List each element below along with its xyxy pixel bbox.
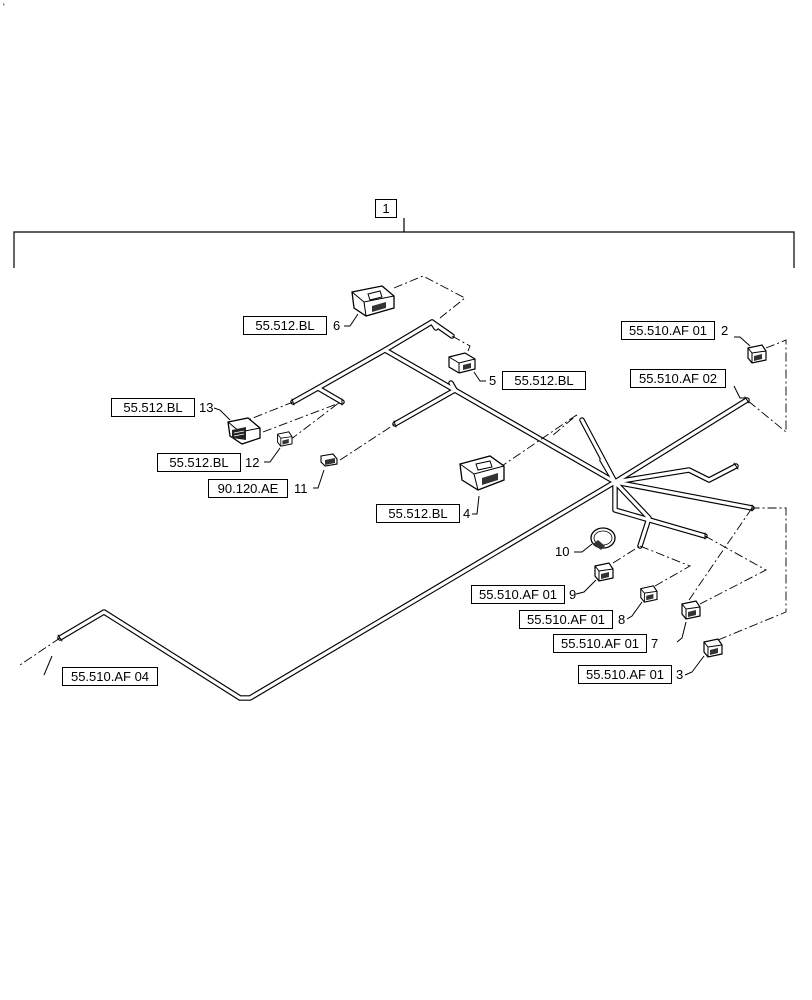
ref-box-5[interactable]: 55.512.BL (502, 371, 586, 390)
item-number-2: 2 (721, 323, 729, 338)
connector-9 (594, 562, 614, 582)
connector-12 (277, 431, 293, 447)
ref-box-af02[interactable]: 55.510.AF 02 (630, 369, 726, 388)
ref-box-13[interactable]: 55.512.BL (111, 398, 195, 417)
connector-4 (459, 455, 505, 491)
connector-6 (351, 285, 395, 317)
item-number-4: 4 (463, 506, 471, 521)
connector-3 (703, 638, 723, 658)
harness-wires (57, 319, 755, 701)
corner-mark: ' (3, 2, 5, 12)
item-number-10: 10 (555, 544, 570, 559)
ref-box-7[interactable]: 55.510.AF 01 (553, 634, 647, 653)
leader-lines (19, 275, 787, 666)
ref-box-4[interactable]: 55.512.BL (376, 504, 460, 523)
connector-5 (448, 352, 476, 374)
cable-tie-10 (590, 527, 616, 550)
ref-box-6[interactable]: 55.512.BL (243, 316, 327, 335)
ref-box-11[interactable]: 90.120.AE (208, 479, 288, 498)
assembly-bracket (13, 218, 795, 268)
connector-13 (227, 417, 261, 445)
item-number-7: 7 (651, 636, 659, 651)
connector-2 (747, 344, 767, 364)
connector-8 (640, 585, 658, 603)
ref-box-12[interactable]: 55.512.BL (157, 453, 241, 472)
ref-box-2[interactable]: 55.510.AF 01 (621, 321, 715, 340)
item-number-13: 13 (199, 400, 214, 415)
connector-11 (320, 453, 338, 467)
item-number-6: 6 (333, 318, 341, 333)
ref-box-9[interactable]: 55.510.AF 01 (471, 585, 565, 604)
item-number-5: 5 (489, 373, 497, 388)
item-number-8: 8 (618, 612, 626, 627)
assembly-item-box[interactable]: 1 (375, 199, 397, 218)
item-number-3: 3 (676, 667, 684, 682)
item-number-12: 12 (245, 455, 260, 470)
ref-box-8[interactable]: 55.510.AF 01 (519, 610, 613, 629)
ref-box-af04[interactable]: 55.510.AF 04 (62, 667, 158, 686)
item-number-11: 11 (294, 481, 308, 496)
ref-box-3[interactable]: 55.510.AF 01 (578, 665, 672, 684)
callout-leaders (43, 313, 751, 676)
item-number-9: 9 (569, 587, 577, 602)
connector-7 (681, 600, 701, 620)
